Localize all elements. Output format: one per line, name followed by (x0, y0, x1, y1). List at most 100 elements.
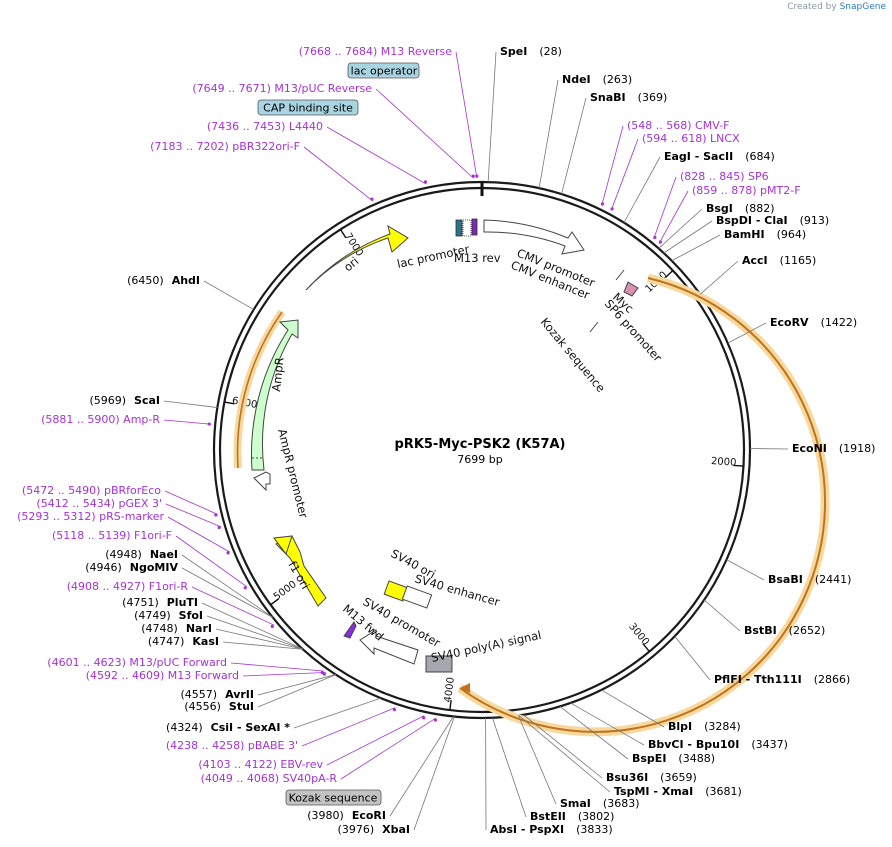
primer-site-mark (471, 174, 475, 178)
primer-leader-line (242, 672, 326, 677)
enzyme-label: (4751)PluTI (122, 596, 198, 609)
primer-label: (7668 .. 7684) M13 Reverse (299, 45, 452, 58)
primer-label: (4103 .. 4122) EBV-rev (198, 758, 323, 771)
sv40-promoter-feature (359, 629, 419, 665)
enzyme-label: BsaBI(2441) (768, 573, 851, 586)
primer-leader-line (653, 176, 677, 240)
primer-site-mark (392, 708, 397, 712)
enzyme-leader-line (726, 559, 765, 581)
primer-label: (4592 .. 4609) M13 Forward (86, 669, 239, 682)
myc-feature (623, 281, 639, 297)
primer-label: (4908 .. 4927) F1ori-R (67, 580, 189, 593)
feature-label: AmpR promoter (275, 427, 311, 519)
enzyme-leader-line (203, 280, 254, 310)
enzyme-leader-line (703, 599, 741, 632)
enzyme-leader-line (201, 602, 303, 650)
tick-label: 3000 (626, 621, 651, 648)
enzyme-label: (6450)AhdI (127, 274, 200, 287)
tick-mark (642, 643, 650, 652)
enzyme-label: SmaI(3683) (560, 797, 639, 810)
f1-ori-feature (275, 535, 327, 607)
primer-site-mark (653, 235, 657, 240)
primer-site-mark (423, 180, 428, 184)
enzyme-leader-line (671, 234, 721, 262)
primer-site-mark (610, 207, 614, 211)
enzyme-label: (4948)NaeI (105, 548, 178, 561)
enzyme-leader-line (727, 322, 767, 344)
primer-leader-line (455, 51, 478, 179)
cmv-feature (483, 219, 585, 255)
enzyme-label: (4748)NarI (141, 622, 212, 635)
ampr-promoter-feature (253, 471, 271, 492)
enzyme-leader-line (518, 715, 611, 793)
tick-mark (665, 270, 674, 278)
primer-leader-line (375, 88, 474, 179)
primer-label: (5412 .. 5434) pGEX 3' (36, 497, 162, 510)
primer-label: (7649 .. 7671) M13/pUC Reverse (192, 82, 372, 95)
primer-label: (4049 .. 4068) SV40pA-R (201, 772, 338, 785)
primer-site-mark (422, 716, 426, 720)
primer-labels: (7668 .. 7684) M13 Reverse (7649 .. 7671)… (17, 45, 800, 785)
primer-site-mark (207, 422, 211, 426)
feature-label: SV40 poly(A) signal (430, 628, 543, 665)
tick-label: 4000 (443, 677, 457, 704)
enzyme-leader-line (559, 706, 629, 760)
enzyme-label: NdeI(263) (562, 73, 632, 86)
primer-label: (594 .. 618) LNCX (642, 132, 740, 145)
enzyme-leader-line (413, 716, 455, 831)
enzyme-leader-line (561, 97, 587, 195)
enzyme-leader-line (658, 208, 703, 249)
enzyme-leader-line (674, 635, 711, 681)
primer-leader-line (164, 490, 218, 515)
plasmid-length: 7699 bp (457, 453, 502, 466)
enzyme-label: (4557)AvrII (181, 688, 254, 701)
enzyme-labels: SpeI(28)NdeI(263)SnaBI(369)EagI - SacII(… (85, 45, 875, 836)
backbone (212, 180, 752, 720)
primer-leader-line (303, 146, 373, 202)
primer-leader-line (175, 535, 248, 588)
enzyme-label: TspMI - XmaI(3681) (614, 785, 742, 798)
enzyme-leader-line (215, 628, 303, 650)
enzyme-leader-line (222, 641, 303, 650)
feature-label: AmpR (269, 357, 287, 393)
features (233, 218, 830, 737)
enzyme-label: AccI(1165) (742, 254, 816, 267)
enzyme-label: BspDI - ClaI(913) (716, 214, 829, 227)
enzyme-leader-line (206, 615, 303, 650)
enzyme-label: BstBI(2652) (744, 624, 825, 637)
enzyme-label: BstEII(3802) (530, 810, 614, 823)
ampr-feature (250, 319, 299, 471)
enzyme-label: BbvCI - Bpu10I(3437) (648, 738, 788, 751)
enzyme-label: PflFI - Tth111I(2866) (714, 673, 850, 686)
lac-operator-feature (455, 219, 463, 237)
tick-mark (270, 598, 280, 606)
primer-leader-line (326, 126, 427, 185)
primer-leader-line (163, 419, 212, 425)
feature-label: Kozak sequence (538, 315, 608, 395)
enzyme-label: EcoRV(1422) (770, 316, 857, 329)
feature-label: M13 rev (454, 251, 501, 265)
primer-label: (5472 .. 5490) pBRforEco (22, 484, 161, 497)
primer-site-mark (475, 174, 479, 178)
primer-leader-line (230, 662, 324, 672)
primer-label: (5881 .. 5900) Amp-R (41, 413, 160, 426)
enzyme-label: (4556)StuI (184, 700, 254, 713)
primer-site-mark (243, 586, 247, 590)
primer-label: (4238 .. 4258) pBABE 3' (166, 739, 298, 752)
primer-leader-line (601, 125, 624, 206)
enzyme-label: (4749)SfoI (134, 609, 203, 622)
snapgene-credit: Created by SnapGene (787, 2, 886, 12)
enzyme-leader-line (257, 674, 337, 708)
lac-operator-label: lac operator (351, 65, 418, 78)
enzyme-leader-line (623, 156, 661, 223)
primer-site-mark (370, 197, 374, 201)
primer-site-mark (658, 240, 662, 244)
primer-site-mark (433, 718, 438, 722)
enzyme-leader-line (492, 717, 527, 818)
enzyme-label: BlpI(3284) (668, 720, 741, 733)
primer-leader-line (165, 503, 222, 528)
enzyme-label: BamHI(964) (724, 228, 806, 241)
enzyme-label: EcoNI(1918) (792, 442, 875, 455)
boxed-labels: lac operator CAP binding site Kozak sequ… (257, 62, 420, 806)
tick-mark (339, 229, 347, 239)
